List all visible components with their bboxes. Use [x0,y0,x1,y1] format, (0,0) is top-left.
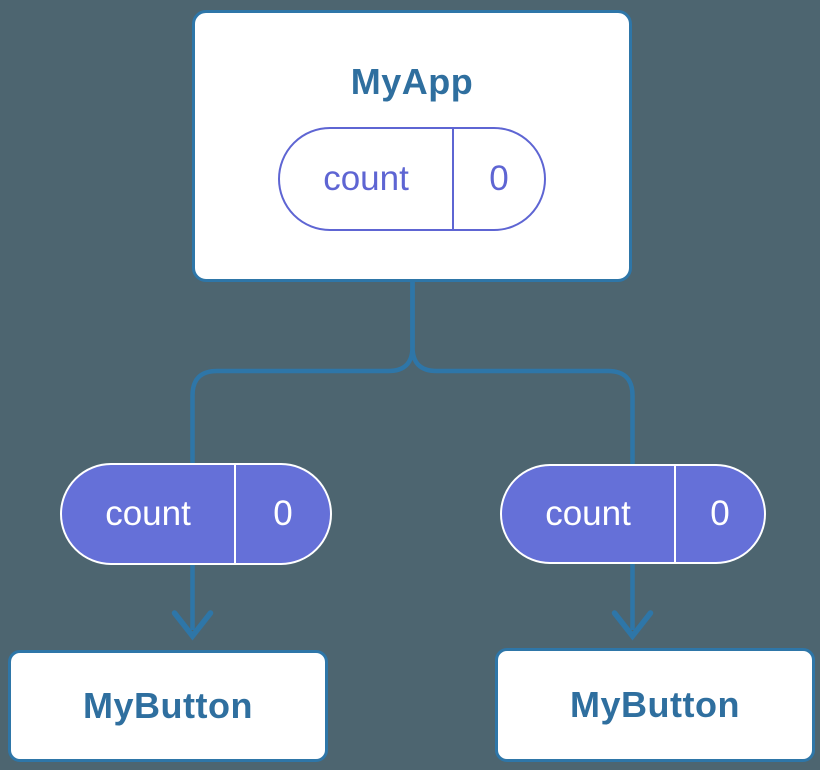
right-state-pill: count 0 [500,464,766,564]
myapp-state-pill: count 0 [278,127,546,231]
state-value-label: 0 [489,159,509,198]
left-state-pill: count 0 [60,463,332,565]
left-arrow-icon [171,610,214,641]
right-mybutton-node: MyButton [495,648,815,762]
mybutton-node-title: MyButton [83,685,253,726]
right-arrow-icon [611,610,654,641]
connector-left-branch [190,282,415,630]
connector-right-branch [410,282,635,630]
mybutton-node-title: MyButton [570,684,740,725]
state-value-label: 0 [710,494,730,533]
state-key-label: count [502,466,676,562]
state-key-label: count [62,465,236,563]
state-value-label: 0 [273,494,293,533]
state-key-label: count [280,129,454,229]
myapp-node: MyApp count 0 [192,10,632,282]
myapp-node-title: MyApp [350,61,474,102]
left-mybutton-node: MyButton [8,650,328,762]
